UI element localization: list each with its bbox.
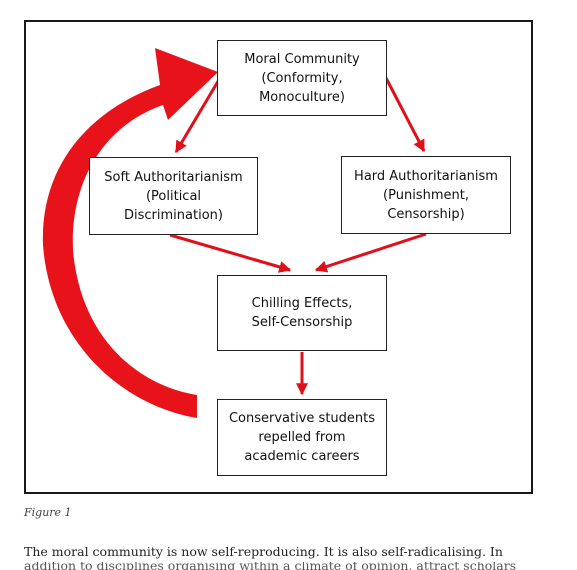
node-moral-community-line-2: (Conformity,	[261, 70, 343, 86]
node-chilling-effects-line-1: Chilling Effects,	[251, 296, 353, 311]
node-hard-authoritarianism-line-1: Hard Authoritarianism	[354, 168, 498, 184]
body-paragraph-line-1: The moral community is now self-reproduc…	[24, 544, 503, 559]
node-conservative-students-line-3: academic careers	[244, 449, 360, 464]
node-moral-community-line-1: Moral Community	[244, 51, 360, 67]
body-paragraph: The moral community is now self-reproduc…	[24, 542, 569, 570]
node-soft-authoritarianism: Soft Authoritarianism (Political Discrim…	[89, 157, 258, 235]
node-hard-authoritarianism: Hard Authoritarianism (Punishment, Censo…	[341, 156, 511, 234]
node-chilling-effects-line-2: Self-Censorship	[251, 315, 353, 330]
node-soft-authoritarianism-line-2: (Political	[145, 188, 202, 204]
node-conservative-students-line-2: repelled from	[258, 430, 346, 445]
node-soft-authoritarianism-line-1: Soft Authoritarianism	[104, 169, 243, 185]
arrow-moral-to-soft	[174, 77, 222, 154]
node-conservative-students: Conservative students repelled from acad…	[217, 399, 387, 476]
arrow-moral-to-hard	[384, 77, 426, 153]
body-paragraph-line-2: addition to disciplines organising withi…	[24, 562, 517, 570]
figure-caption: Figure 1	[24, 506, 72, 519]
node-moral-community: Moral Community (Conformity, Monoculture…	[217, 40, 387, 116]
arrow-hard-to-chilling	[314, 232, 427, 273]
node-chilling-effects: Chilling Effects, Self-Censorship	[217, 275, 387, 351]
node-hard-authoritarianism-line-2: (Punishment,	[383, 187, 469, 203]
node-conservative-students-line-1: Conservative students	[228, 411, 376, 426]
node-soft-authoritarianism-line-3: Discrimination)	[124, 207, 223, 223]
feedback-curved-arrow	[42, 48, 218, 418]
arrow-soft-to-chilling	[169, 233, 292, 273]
body-paragraph-cut-line: addition to disciplines organising withi…	[24, 562, 569, 570]
node-hard-authoritarianism-line-3: Censorship)	[387, 206, 465, 222]
node-moral-community-line-3: Monoculture)	[259, 89, 345, 105]
